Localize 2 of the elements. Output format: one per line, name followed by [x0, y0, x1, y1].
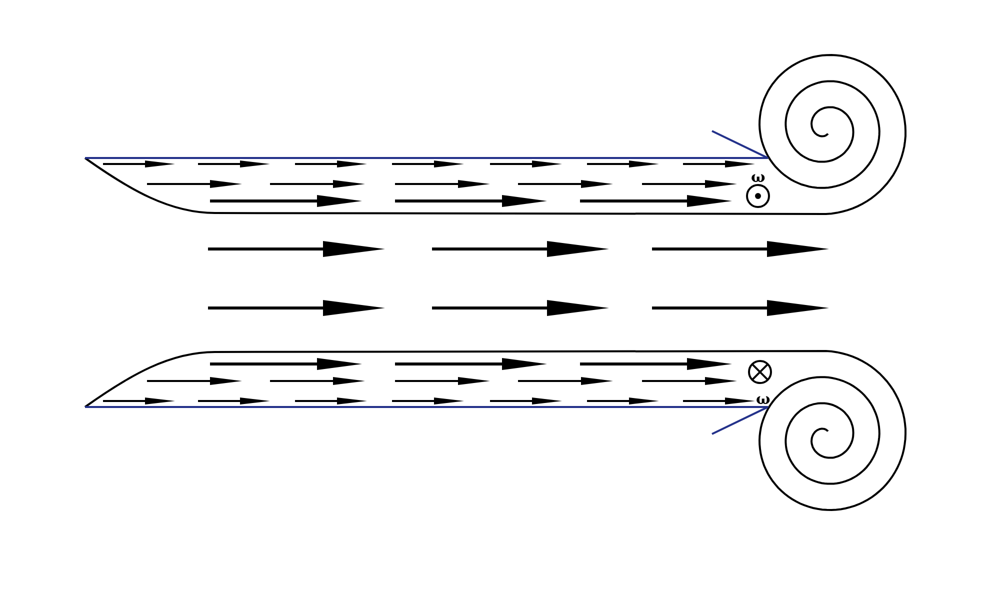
omega-label: ω — [751, 170, 766, 185]
omega-label: ω — [756, 392, 770, 407]
